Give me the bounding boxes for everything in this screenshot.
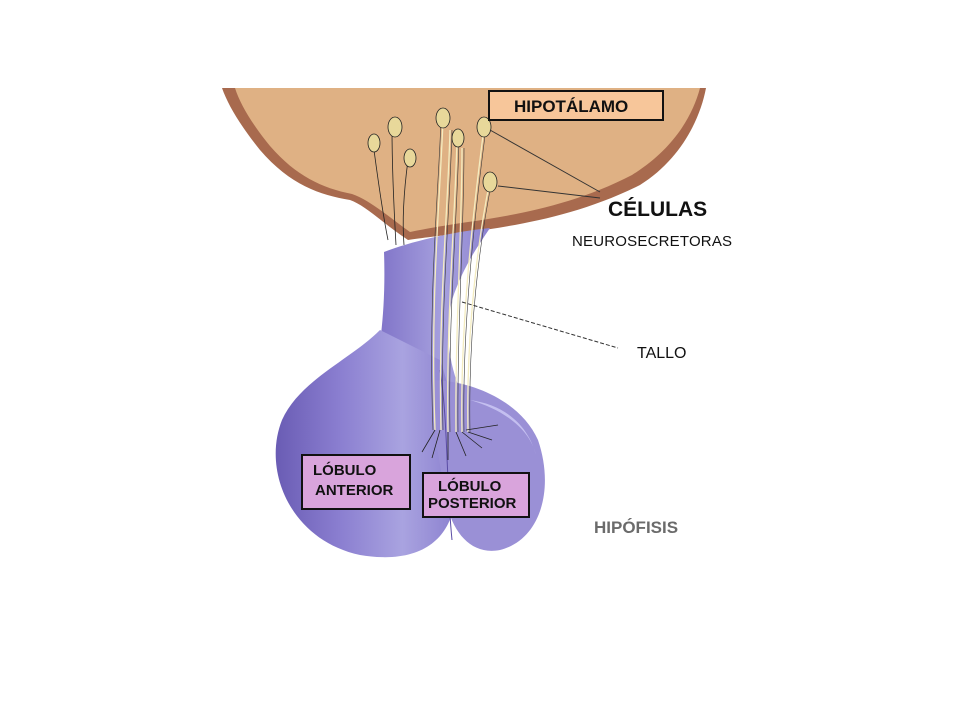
neuron-cluster-left <box>367 116 417 246</box>
hypothalamus-label-text: HIPOTÁLAMO <box>514 97 629 116</box>
pituitary-label: HIPÓFISIS <box>594 518 679 537</box>
leader-lines <box>461 129 619 349</box>
hypothalamus-label: HIPOTÁLAMO <box>488 90 664 121</box>
anterior-lobe-label-line2: ANTERIOR <box>315 482 394 499</box>
neurosecretory-cells-label: CÉLULAS <box>608 198 708 221</box>
neurosecretory-cells-sublabel: NEUROSECRETORAS <box>572 233 733 250</box>
anterior-lobe <box>275 330 457 558</box>
axon-terminals <box>421 424 499 460</box>
posterior-lobe-label-line2: POSTERIOR <box>428 495 517 512</box>
posterior-lobe-label: LÓBULO POSTERIOR <box>422 472 530 518</box>
anterior-lobe-label-line1: LÓBULO <box>313 462 377 479</box>
stalk-label: TALLO <box>637 345 687 362</box>
posterior-lobe-label-line1: LÓBULO <box>438 478 502 495</box>
axon-bundle <box>432 119 491 433</box>
axon-bundle-outline <box>431 119 493 433</box>
hypothalamus-region <box>235 88 700 232</box>
neuron-cluster-right <box>435 107 498 193</box>
anterior-lobe-label: LÓBULO ANTERIOR <box>301 454 411 510</box>
